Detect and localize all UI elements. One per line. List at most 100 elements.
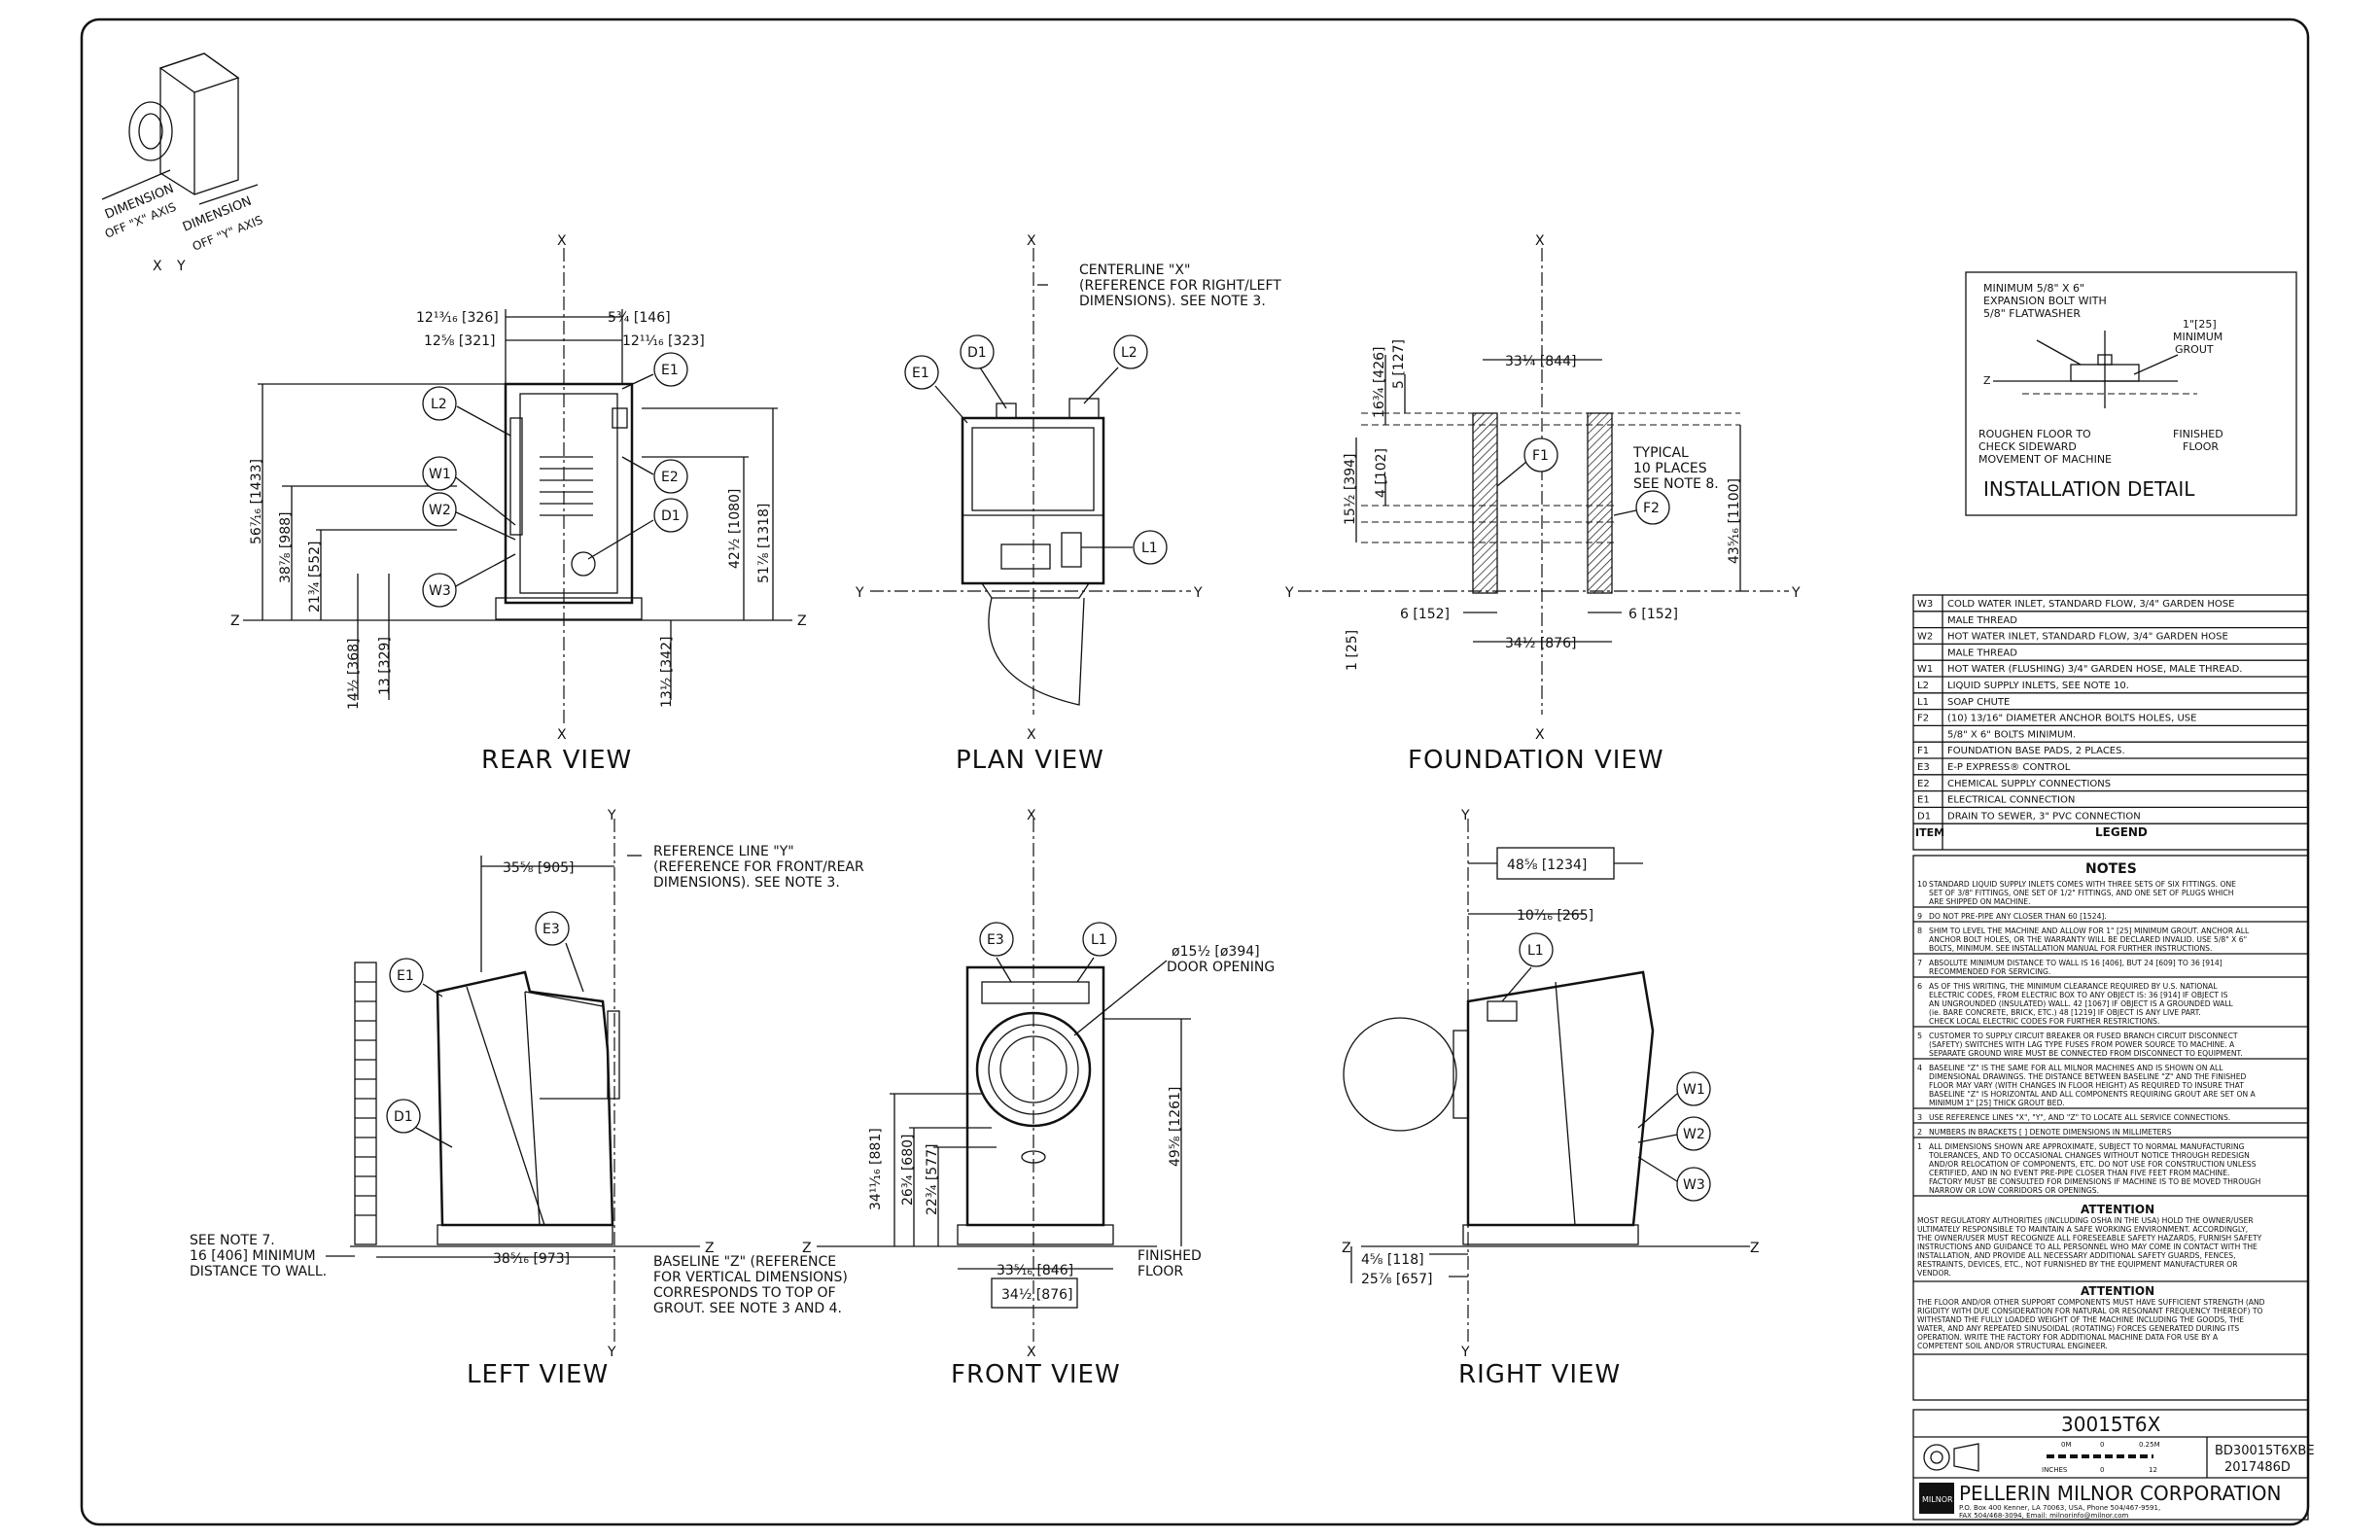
left-view-title: LEFT VIEW xyxy=(467,1360,609,1389)
inst-bolt-3: 5/8" FLATWASHER xyxy=(1983,307,2081,320)
rear-bubble-w2: W2 xyxy=(429,503,451,518)
rear-bubble-e1: E1 xyxy=(661,363,679,378)
milnor-logo xyxy=(1919,1483,1954,1514)
note-number: 3 xyxy=(1917,1113,1922,1122)
inst-z-label: Z xyxy=(1983,374,1991,387)
foundation-view: X X Y Y 33¼ [844] 16¾ [426] 5 [127] 15½ … xyxy=(1284,233,1801,775)
rear-dim-11: 13 [329] xyxy=(377,637,393,695)
inst-rough-3: MOVEMENT OF MACHINE xyxy=(1978,453,2112,466)
left-note-3: DIMENSIONS). SEE NOTE 3. xyxy=(653,875,840,891)
tb-company: PELLERIN MILNOR CORPORATION xyxy=(1959,1482,2281,1505)
front-axis-x-top: X xyxy=(1027,808,1036,823)
rear-dim-5: 56⁷⁄₁₆ [1433] xyxy=(249,459,264,544)
left-wall-note-2: 16 [406] MINIMUM xyxy=(190,1248,316,1264)
right-dim-top: 48⅝ [1234] xyxy=(1507,858,1587,873)
legend-code: D1 xyxy=(1917,811,1931,822)
rear-view-title: REAR VIEW xyxy=(481,746,632,775)
front-dim-h3: 26¾ [680] xyxy=(900,1135,916,1206)
front-axis-z: Z xyxy=(802,1241,812,1256)
front-view: X X Z 49⅝ [1261] 34¹¹⁄₁₆ [881] 26¾ [680]… xyxy=(802,808,1275,1389)
front-door-label: DOOR OPENING xyxy=(1167,960,1275,975)
fnd-dim-h6: 43⁵⁄₁₆ [1100] xyxy=(1727,478,1742,564)
baseline-note-4: GROUT. SEE NOTE 3 AND 4. xyxy=(653,1301,842,1316)
note-number: 10 xyxy=(1917,880,1927,889)
note-text: SHIM TO LEVEL THE MACHINE AND ALLOW FOR … xyxy=(1929,927,2250,953)
legend-code: L1 xyxy=(1917,697,1929,708)
fnd-note-2: 10 PLACES xyxy=(1633,461,1707,476)
projection-symbol-icon xyxy=(1923,1444,1950,1471)
note-number: 4 xyxy=(1917,1064,1922,1072)
left-wall-note-1: SEE NOTE 7. xyxy=(190,1233,275,1248)
legend-desc: (10) 13/16" DIAMETER ANCHOR BOLTS HOLES,… xyxy=(1947,714,2196,724)
rear-axis-z-left: Z xyxy=(230,613,240,629)
note-text: USE REFERENCE LINES "X", "Y", AND "Z" TO… xyxy=(1929,1113,2230,1122)
front-bubble-l1: L1 xyxy=(1091,932,1107,948)
fnd-axis-x-top: X xyxy=(1535,233,1545,249)
note-text: STANDARD LIQUID SUPPLY INLETS COMES WITH… xyxy=(1929,880,2236,906)
attention-title: ATTENTION xyxy=(2081,1284,2154,1298)
iso-x-label: X xyxy=(153,259,162,274)
rear-dim-10: 14½ [368] xyxy=(346,639,362,710)
left-note-2: (REFERENCE FOR FRONT/REAR xyxy=(653,859,864,875)
tb-address-1: P.O. Box 400 Kenner, LA 70063, USA, Phon… xyxy=(1959,1504,2160,1512)
right-dim-b1: 4⅝ [118] xyxy=(1361,1252,1424,1268)
front-floor-2: FLOOR xyxy=(1138,1264,1183,1279)
legend-desc: MALE THREAD xyxy=(1947,648,2017,658)
plan-note-3: DIMENSIONS). SEE NOTE 3. xyxy=(1079,294,1266,309)
plan-axis-x-top: X xyxy=(1027,233,1036,249)
note-text: NUMBERS IN BRACKETS [ ] DENOTE DIMENSION… xyxy=(1929,1128,2172,1137)
right-bubble-l1: L1 xyxy=(1527,943,1544,959)
rear-dim-1: 12¹³⁄₁₆ [326] xyxy=(416,310,499,326)
fnd-dim-h1: 16¾ [426] xyxy=(1372,347,1387,418)
milnor-logo-text: MILNOR xyxy=(1922,1495,1953,1504)
tb-scale-top-1: 0 xyxy=(2100,1441,2104,1449)
legend-code: F1 xyxy=(1917,746,1929,756)
legend-desc: E-P EXPRESS® CONTROL xyxy=(1947,762,2071,773)
legend-desc: FOUNDATION BASE PADS, 2 PLACES. xyxy=(1947,746,2125,756)
legend-code: W1 xyxy=(1917,664,1933,675)
attention-title: ATTENTION xyxy=(2081,1203,2154,1216)
right-bubble-w2: W2 xyxy=(1683,1127,1705,1142)
front-dim-h4: 22¾ [577] xyxy=(925,1144,940,1215)
fnd-bubble-f1: F1 xyxy=(1532,448,1549,464)
right-view-title: RIGHT VIEW xyxy=(1458,1360,1621,1389)
legend-desc: DRAIN TO SEWER, 3" PVC CONNECTION xyxy=(1947,811,2141,822)
front-floor-1: FINISHED xyxy=(1138,1248,1202,1264)
rear-view: X X Z Z 12¹³⁄₁₆ [326] 5¾ [146] 12⅝ [321]… xyxy=(230,233,807,775)
baseline-note-2: FOR VERTICAL DIMENSIONS) xyxy=(653,1270,848,1285)
rear-dim-2: 5¾ [146] xyxy=(608,310,671,326)
front-dim-w1: 33⁵⁄₁₆ [846] xyxy=(997,1263,1073,1278)
left-axis-y-bottom: Y xyxy=(607,1345,616,1360)
rear-dim-7: 21¾ [552] xyxy=(307,542,323,612)
rear-bubble-w3: W3 xyxy=(429,583,451,599)
fnd-dim-h5: 1 [25] xyxy=(1345,630,1360,671)
right-dim-mid: 10⁷⁄₁₆ [265] xyxy=(1517,908,1593,924)
legend-code: W2 xyxy=(1917,632,1933,643)
legend-desc: LIQUID SUPPLY INLETS, SEE NOTE 10. xyxy=(1947,681,2129,691)
fnd-note-1: TYPICAL xyxy=(1632,445,1689,461)
note-number: 7 xyxy=(1917,959,1922,967)
front-axis-x-bottom: X xyxy=(1027,1345,1036,1360)
rear-axis-x-bottom: X xyxy=(557,727,567,743)
inst-floor-2: FLOOR xyxy=(2183,440,2219,453)
legend-desc: HOT WATER INLET, STANDARD FLOW, 3/4" GAR… xyxy=(1947,632,2228,643)
plan-view-title: PLAN VIEW xyxy=(956,746,1104,775)
rear-bubble-d1: D1 xyxy=(661,508,681,524)
installation-detail: MINIMUM 5/8" X 6" EXPANSION BOLT WITH 5/… xyxy=(1965,271,2297,516)
right-axis-z-right: Z xyxy=(1750,1241,1760,1256)
rear-dim-12: 13½ [342] xyxy=(659,637,675,708)
left-wall-note-3: DISTANCE TO WALL. xyxy=(190,1264,327,1279)
right-dim-b2: 25⅞ [657] xyxy=(1361,1272,1432,1287)
fnd-dim-h2: 5 [127] xyxy=(1391,339,1407,389)
tb-scale-bot-1: 0 xyxy=(2100,1466,2104,1474)
left-axis-y-top: Y xyxy=(607,808,616,823)
rear-axis-x-top: X xyxy=(557,233,567,249)
note-text: ABSOLUTE MINIMUM DISTANCE TO WALL IS 16 … xyxy=(1929,959,2222,976)
inst-grout-3: GROUT xyxy=(2175,343,2214,356)
legend-code: E3 xyxy=(1917,762,1930,773)
fnd-dim-top: 33¼ [844] xyxy=(1505,354,1576,369)
fnd-bubble-f2: F2 xyxy=(1643,501,1660,516)
legend-code: W3 xyxy=(1917,599,1933,610)
rear-axis-z-right: Z xyxy=(797,613,807,629)
